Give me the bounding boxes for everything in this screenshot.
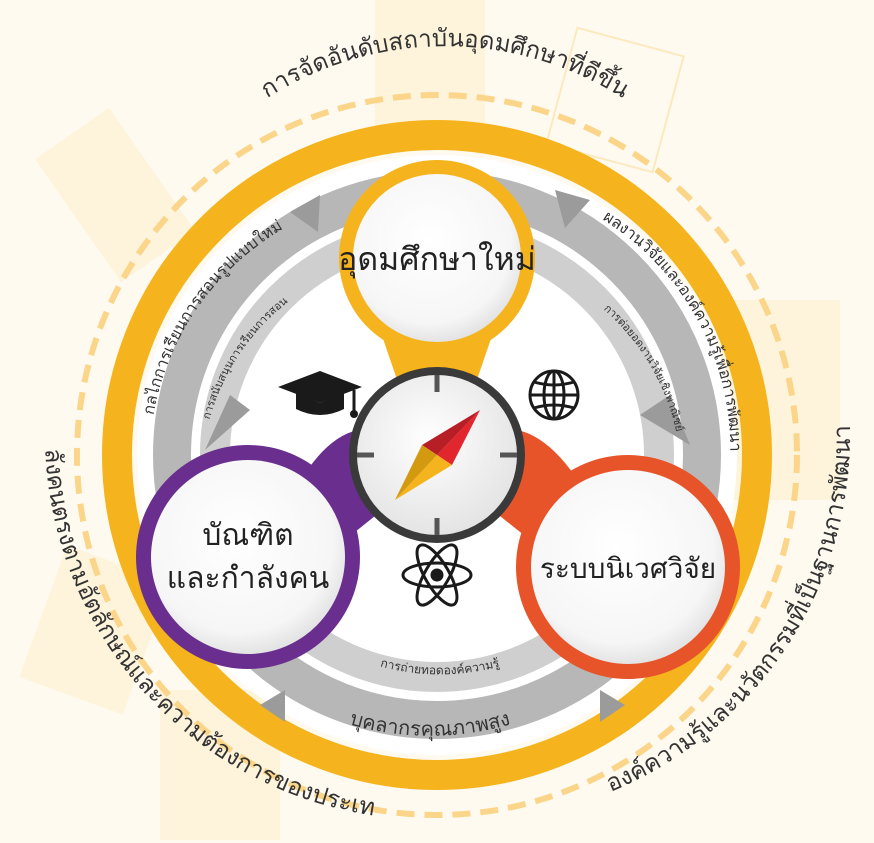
graduation-cap-icon xyxy=(278,371,362,418)
background-rays xyxy=(19,0,840,840)
node-left-label-line1: บัณฑิต xyxy=(202,518,293,553)
node-left-label-line2: และกำลังคน xyxy=(167,561,329,596)
node-top xyxy=(339,160,535,356)
outer-gold-ring xyxy=(102,120,772,790)
node-left xyxy=(136,445,360,669)
outer-dashed-ring xyxy=(74,92,800,818)
node-right-label: ระบบนิเวศวิจัย xyxy=(540,552,716,585)
compass-icon xyxy=(349,367,525,543)
globe-icon xyxy=(528,369,580,421)
atom-icon xyxy=(401,543,473,607)
node-top-label: อุดมศึกษาใหม่ xyxy=(338,240,536,279)
node-right xyxy=(516,455,740,679)
